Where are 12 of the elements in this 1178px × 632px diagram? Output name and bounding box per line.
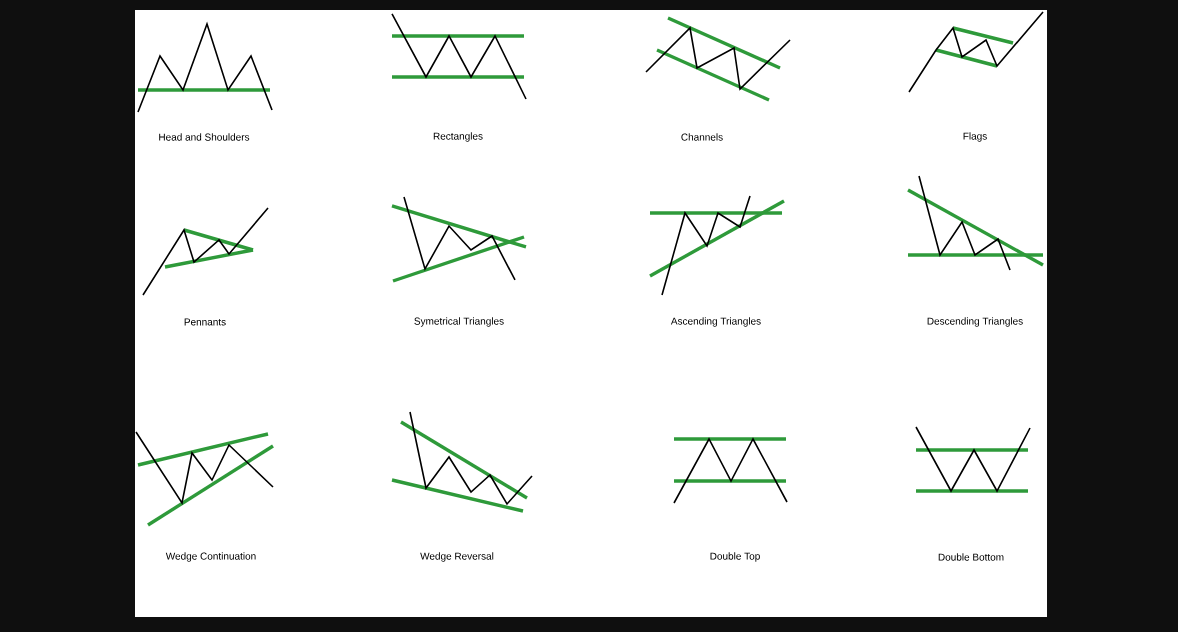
pattern-label: Double Top	[710, 552, 760, 562]
pattern-label: Channels	[681, 133, 723, 141]
pattern-label: Descending Triangles	[927, 317, 1023, 327]
pattern-label: Wedge Reversal	[420, 552, 494, 562]
pattern-label: Head and Shoulders	[159, 133, 250, 141]
pattern-label: Ascending Triangles	[670, 317, 761, 327]
pattern-label: Flags	[963, 132, 987, 142]
pattern-label: Rectangles	[433, 132, 483, 142]
pattern-label: Double Bottom	[938, 553, 1004, 561]
pattern-label: Pennants	[184, 318, 226, 326]
pattern-label: Symetrical Triangles	[414, 317, 504, 327]
pattern-label: Wedge Continuation	[165, 552, 256, 562]
